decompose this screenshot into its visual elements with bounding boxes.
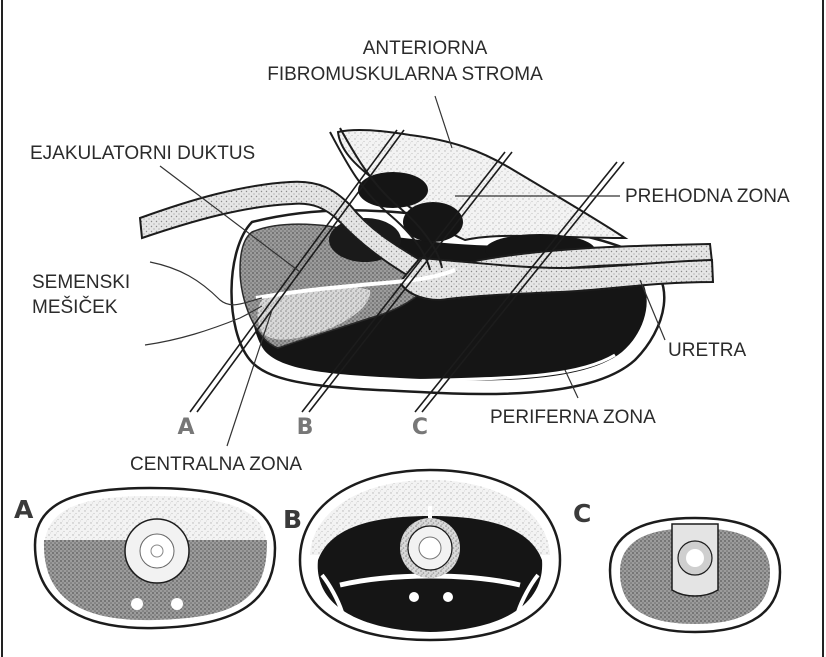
cut-plane-label-a: A	[177, 415, 194, 440]
cross-section-a	[35, 488, 275, 628]
label-prehodna: PREHODNA ZONA	[625, 186, 790, 207]
label-semenski-line1: SEMENSKI	[32, 272, 130, 293]
label-semenski-line2: MEŠIČEK	[32, 296, 118, 318]
label-uretra: URETRA	[668, 340, 746, 361]
cross-section-b	[300, 470, 560, 640]
section-label-a: A	[14, 495, 34, 524]
label-anteriorna-line1: ANTERIORNA	[363, 38, 488, 59]
section-label-c: C	[573, 499, 591, 528]
cut-plane-label-c: C	[412, 415, 428, 440]
label-centralna: CENTRALNA ZONA	[130, 454, 302, 475]
section-label-b: B	[283, 505, 302, 534]
label-ejakulatorni: EJAKULATORNI DUKTUS	[30, 143, 255, 164]
label-anteriorna-line2: FIBROMUSKULARNA STROMA	[267, 64, 543, 85]
cross-section-c	[610, 518, 780, 632]
cut-plane-label-b: B	[297, 415, 314, 440]
label-periferna: PERIFERNA ZONA	[490, 407, 656, 428]
